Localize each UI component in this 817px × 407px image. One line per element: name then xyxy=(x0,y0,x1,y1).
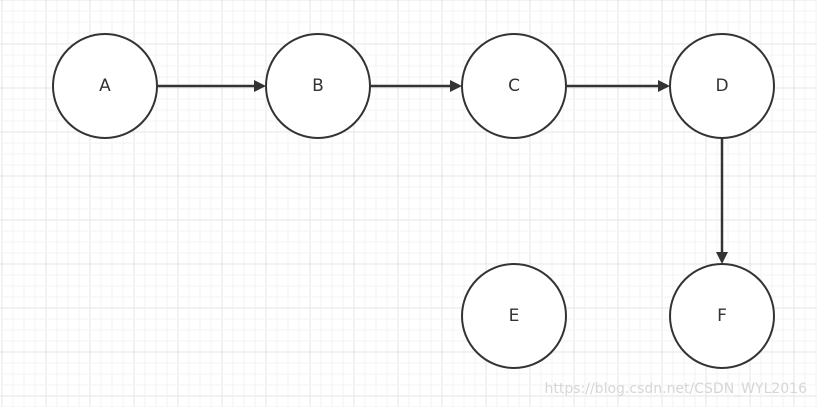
node-circle xyxy=(52,33,158,139)
node-circle xyxy=(461,33,567,139)
edge-group xyxy=(157,80,728,264)
edge-c-to-d xyxy=(566,80,670,92)
watermark-text: https://blog.csdn.net/CSDN_WYL2016 xyxy=(544,381,808,397)
node-circle xyxy=(265,33,371,139)
node-a: A xyxy=(52,33,158,139)
node-circle xyxy=(669,263,775,369)
node-label: D xyxy=(715,76,728,96)
node-circle xyxy=(461,263,567,369)
node-e: E xyxy=(461,263,567,369)
node-c: C xyxy=(461,33,567,139)
arrow-head-icon xyxy=(254,80,266,92)
arrow-head-icon xyxy=(658,80,670,92)
node-circle xyxy=(669,33,775,139)
node-d: D xyxy=(669,33,775,139)
edge-d-to-f xyxy=(716,138,728,264)
node-label: E xyxy=(509,306,520,326)
node-f: F xyxy=(669,263,775,369)
arrow-head-icon xyxy=(716,252,728,264)
node-label: C xyxy=(508,76,520,96)
node-label: A xyxy=(99,76,111,96)
edge-b-to-c xyxy=(370,80,462,92)
node-b: B xyxy=(265,33,371,139)
node-label: F xyxy=(717,306,727,326)
node-group: A B C D E F xyxy=(52,33,775,369)
edge-a-to-b xyxy=(157,80,266,92)
arrow-head-icon xyxy=(450,80,462,92)
node-label: B xyxy=(312,76,324,96)
